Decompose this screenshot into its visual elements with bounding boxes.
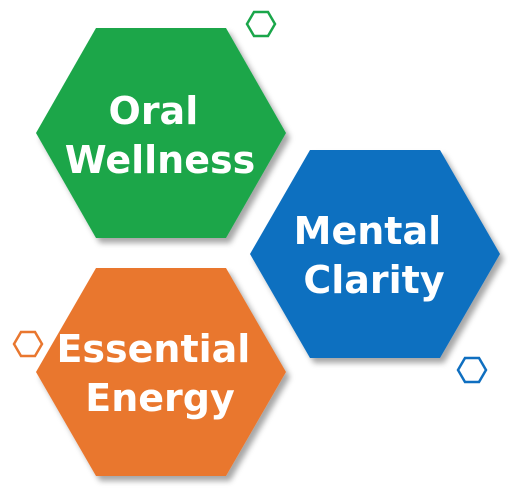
hexagon-mental-clarity-line1: Mental <box>294 209 441 253</box>
svg-text:Essential Energy: Essential Energy <box>56 327 263 420</box>
outline-hexagon-green <box>245 10 277 38</box>
svg-text:Mental Clarity: Mental Clarity <box>294 209 455 302</box>
hexagon-essential-energy-line1: Essential <box>56 327 250 371</box>
hexagon-essential-energy-line2: Energy <box>85 376 235 420</box>
outline-hexagon-blue <box>456 356 488 384</box>
hexagon-oral-wellness-shape <box>36 28 286 238</box>
hexagon-mental-clarity: Mental Clarity <box>250 150 500 358</box>
hexagon-essential-energy-shape <box>36 268 286 476</box>
hexagon-essential-energy: Essential Energy <box>36 268 286 476</box>
hexagon-mental-clarity-shape <box>250 150 500 358</box>
svg-text:Oral Wellness: Oral Wellness <box>65 89 255 182</box>
hexagon-oral-wellness-line2: Wellness <box>65 138 255 182</box>
hexagon-mental-clarity-line2: Clarity <box>303 258 444 302</box>
hexagon-oral-wellness-line1: Oral <box>109 89 199 133</box>
hexagon-oral-wellness: Oral Wellness <box>36 28 286 238</box>
outline-hexagon-orange <box>12 330 44 358</box>
